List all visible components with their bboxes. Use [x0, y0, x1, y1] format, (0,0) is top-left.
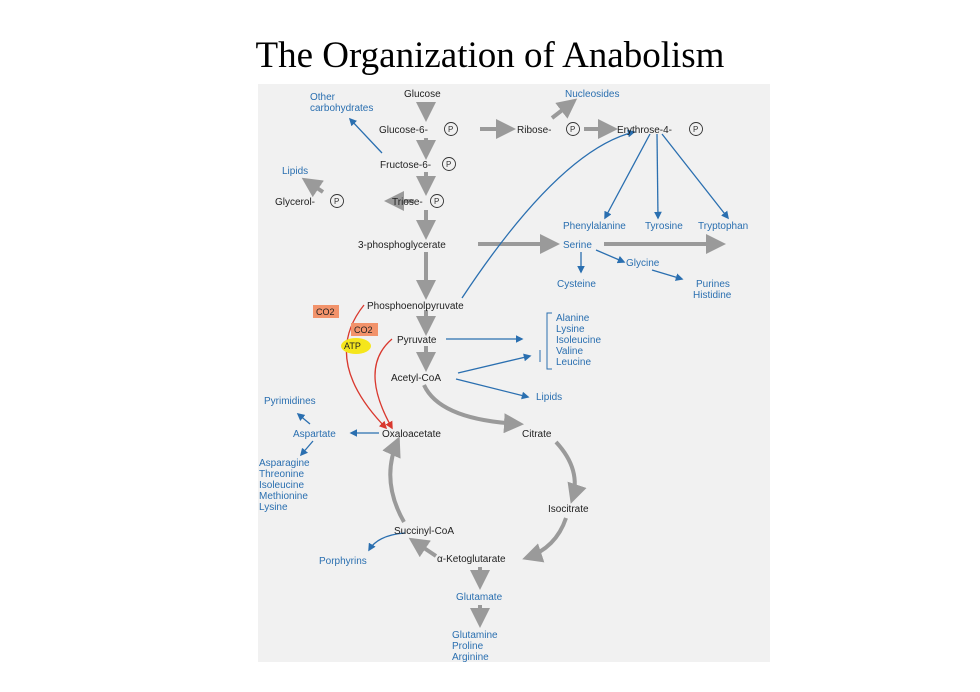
product-glycine: Glycine	[626, 258, 660, 269]
co2-badge-b	[351, 323, 378, 336]
diagram-panel	[258, 84, 770, 662]
product-histidine: Histidine	[693, 290, 732, 301]
phosphate-circle-icon	[442, 157, 456, 171]
product-phenylalanine: Phenylalanine	[563, 221, 626, 232]
product-glutamate: Glutamate	[456, 592, 503, 603]
product-threonine: Threonine	[259, 469, 304, 480]
metabolite-oxaloacetate: Oxaloacetate	[382, 429, 441, 440]
metabolite-acetyl-coa: Acetyl-CoA	[391, 373, 441, 384]
central-metabolites: Glucose Glucose-6- Fructose-6- Triose- G…	[275, 89, 672, 565]
co2-badge-a	[313, 305, 339, 318]
phosphate-circle-icon	[330, 194, 344, 208]
tca-cycle-arrows	[382, 384, 587, 563]
phosphate-circle-icon	[689, 122, 703, 136]
metabolite-succinyl-coa: Succinyl-CoA	[394, 526, 454, 537]
atp-badge	[341, 338, 371, 354]
metabolite-triose-phosphate: Triose-	[392, 197, 423, 208]
product-lysine: Lysine	[556, 324, 585, 335]
phosphate-circle-icon	[430, 194, 444, 208]
co2-label-a: CO2	[316, 307, 335, 317]
product-isoleucine: Isoleucine	[556, 335, 601, 346]
product-isoleucine: Isoleucine	[259, 480, 304, 491]
svg-text:P: P	[334, 197, 339, 206]
svg-text:P: P	[448, 125, 453, 134]
pyruvate-family-bracket	[546, 312, 552, 370]
phosphate-labels: P P P P P P	[334, 125, 698, 206]
product-proline: Proline	[452, 641, 484, 652]
svg-text:P: P	[446, 160, 451, 169]
metabolite-glycerol-phosphate: Glycerol-	[275, 197, 315, 208]
phosphate-circle-icon	[444, 122, 458, 136]
products: Other carbohydrates Nucleosides Lipids P…	[259, 89, 748, 663]
atp-label: ATP	[344, 341, 361, 351]
product-glutamine: Glutamine	[452, 630, 498, 641]
product-other-carbohydrates: Other	[310, 92, 336, 103]
metabolite-alpha-ketoglutarate: α-Ketoglutarate	[437, 554, 506, 565]
metabolite-glucose-6-phosphate: Glucose-6-	[379, 125, 428, 136]
phosphate-circle-icon	[566, 122, 580, 136]
metabolite-erythrose-4-phosphate: Erythrose-4-	[617, 125, 672, 136]
product-methionine: Methionine	[259, 491, 308, 502]
carboxylation-arrows	[345, 304, 393, 430]
metabolite-isocitrate: Isocitrate	[548, 504, 589, 515]
product-lipids: Lipids	[282, 166, 308, 177]
product-lipids: Lipids	[536, 392, 562, 403]
product-porphyrins: Porphyrins	[319, 556, 367, 567]
product-serine: Serine	[563, 240, 592, 251]
metabolite-3-phosphoglycerate: 3-phosphoglycerate	[358, 240, 446, 251]
product-purines: Purines	[696, 279, 730, 290]
product-lysine: Lysine	[259, 502, 288, 513]
svg-text:P: P	[570, 125, 575, 134]
metabolite-glucose: Glucose	[404, 89, 441, 100]
product-aspartate: Aspartate	[293, 429, 336, 440]
product-tyrosine: Tyrosine	[645, 221, 683, 232]
product-other-carbohydrates: carbohydrates	[310, 103, 373, 114]
glycolysis-arrows	[301, 98, 726, 628]
svg-text:P: P	[434, 197, 439, 206]
page-title: The Organization of Anabolism	[255, 35, 725, 76]
product-alanine: Alanine	[556, 313, 590, 324]
product-asparagine: Asparagine	[259, 458, 310, 469]
product-leucine: Leucine	[556, 357, 591, 368]
phosphate-icons	[330, 122, 703, 208]
metabolite-pyruvate: Pyruvate	[397, 335, 437, 346]
biosynthesis-arrows	[296, 117, 729, 552]
metabolite-ribose-phosphate: Ribose-	[517, 125, 551, 136]
product-cysteine: Cysteine	[557, 279, 596, 290]
metabolite-citrate: Citrate	[522, 429, 552, 440]
product-pyrimidines: Pyrimidines	[264, 396, 316, 407]
metabolite-phosphoenolpyruvate: Phosphoenolpyruvate	[367, 301, 464, 312]
svg-text:P: P	[693, 125, 698, 134]
metabolite-fructose-6-phosphate: Fructose-6-	[380, 160, 431, 171]
product-nucleosides: Nucleosides	[565, 89, 619, 100]
product-tryptophan: Tryptophan	[698, 221, 748, 232]
product-arginine: Arginine	[452, 652, 489, 663]
product-valine: Valine	[556, 346, 583, 357]
co2-label-b: CO2	[354, 325, 373, 335]
